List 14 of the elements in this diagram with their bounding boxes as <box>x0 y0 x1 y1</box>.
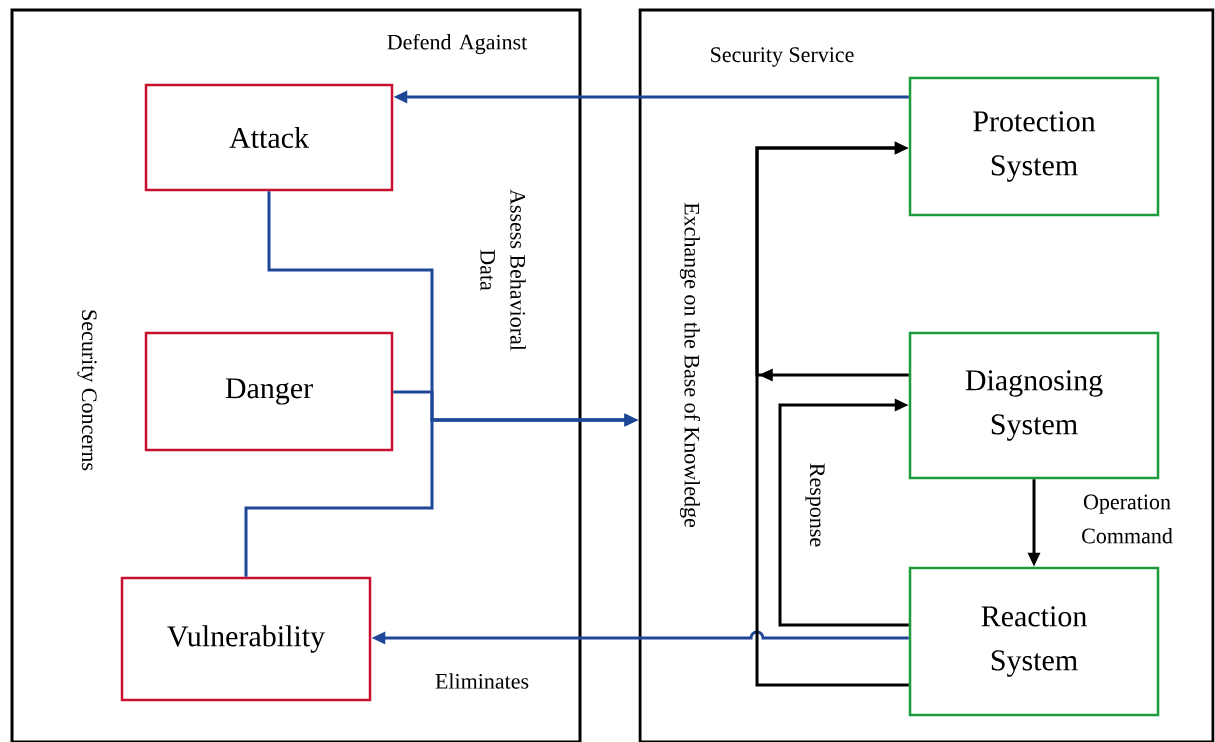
rotated-label: Exchange on the Base of Knowledge <box>679 202 701 528</box>
edge-label: Defend Against <box>387 33 528 55</box>
process-box: Vulnerability <box>120 576 372 702</box>
process-box: Danger <box>144 331 394 452</box>
edge-label: Response <box>805 463 825 547</box>
edge-label: Operation Command <box>1082 494 1173 544</box>
process-box: Protection System <box>908 76 1160 217</box>
arrow <box>778 398 909 627</box>
edge-label: Eliminates <box>435 673 529 689</box>
process-box: Reaction System <box>908 566 1160 717</box>
arrow <box>755 141 909 687</box>
rotated-label: Assess Behavioral Data <box>480 189 526 351</box>
process-box: Diagnosing System <box>908 331 1160 480</box>
process-box: Attack <box>144 83 394 192</box>
